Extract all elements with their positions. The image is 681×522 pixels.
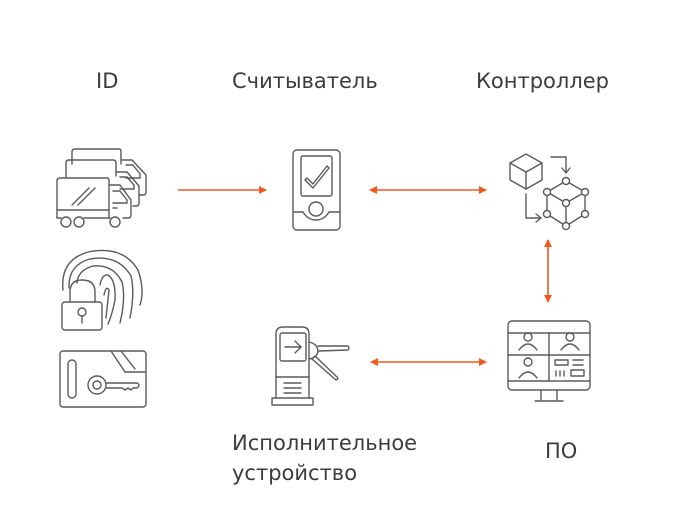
fingerprint-lock-icon	[61, 249, 143, 331]
node-label-actuator: Исполнительное устройство	[232, 428, 472, 488]
key-card-icon	[59, 350, 147, 408]
node-label-software: ПО	[545, 439, 578, 463]
node-label-controller: Контроллер	[476, 69, 609, 93]
node-label-reader: Считыватель	[232, 69, 378, 93]
trucks-icon	[56, 148, 147, 228]
turnstile-icon	[271, 326, 350, 406]
monitor-video-icon	[507, 320, 591, 402]
cube-network-icon	[509, 153, 590, 231]
node-label-actuator-line1: Исполнительное	[232, 431, 418, 455]
reader-check-icon	[292, 149, 341, 231]
node-label-id: ID	[96, 69, 119, 93]
node-label-actuator-line2: устройство	[232, 461, 358, 485]
